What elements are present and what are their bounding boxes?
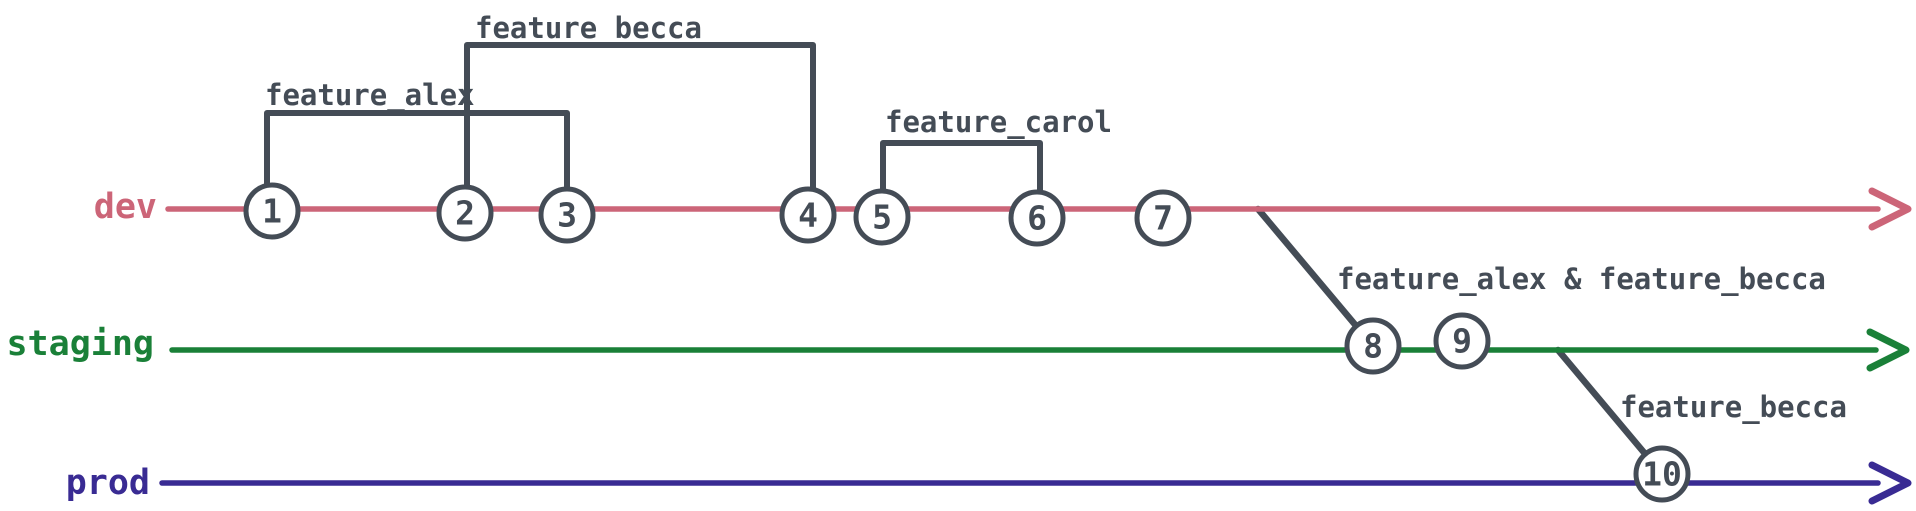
feature-branch-label: feature_becca xyxy=(475,11,702,45)
arrowhead-icon-dev xyxy=(1868,187,1912,231)
branch-label-prod: prod xyxy=(66,463,150,503)
arrowhead-icon-staging xyxy=(1866,328,1910,372)
commit-node-6 xyxy=(1008,189,1066,247)
feature-bracket-feature-carol xyxy=(880,140,1043,221)
feature-branch-label: feature_alex xyxy=(265,78,475,112)
feature-branch-label: feature_carol xyxy=(885,105,1112,139)
commit-number-2: 2 xyxy=(455,194,475,233)
commit-node-10 xyxy=(1633,445,1691,503)
branch-label-staging: staging xyxy=(6,324,154,364)
commit-number-5: 5 xyxy=(872,198,892,237)
commit-node-7 xyxy=(1134,189,1192,247)
commit-number-1: 1 xyxy=(262,192,282,231)
feature-bracket-feature-becca xyxy=(464,42,816,218)
commit-node-4 xyxy=(779,186,837,244)
merge-label: feature_alex & feature_becca xyxy=(1337,262,1826,296)
commit-number-10: 10 xyxy=(1642,455,1682,494)
commit-node-8 xyxy=(1344,317,1402,375)
feature-bracket-feature-alex xyxy=(264,110,570,218)
commit-node-1 xyxy=(243,182,301,240)
commit-number-9: 9 xyxy=(1452,322,1472,361)
commit-node-3 xyxy=(538,186,596,244)
commit-number-4: 4 xyxy=(798,196,818,235)
commit-node-9 xyxy=(1433,312,1491,370)
merge-line-dev xyxy=(1254,205,1377,350)
commit-number-6: 6 xyxy=(1027,199,1047,238)
branch-label-dev: dev xyxy=(94,187,157,227)
commit-node-5 xyxy=(853,188,911,246)
commit-number-7: 7 xyxy=(1153,199,1173,238)
merge-label: feature_becca xyxy=(1620,390,1847,424)
commit-node-2 xyxy=(436,184,494,242)
arrowhead-icon-prod xyxy=(1868,461,1912,505)
commit-number-3: 3 xyxy=(557,196,577,235)
commit-number-8: 8 xyxy=(1363,327,1383,366)
